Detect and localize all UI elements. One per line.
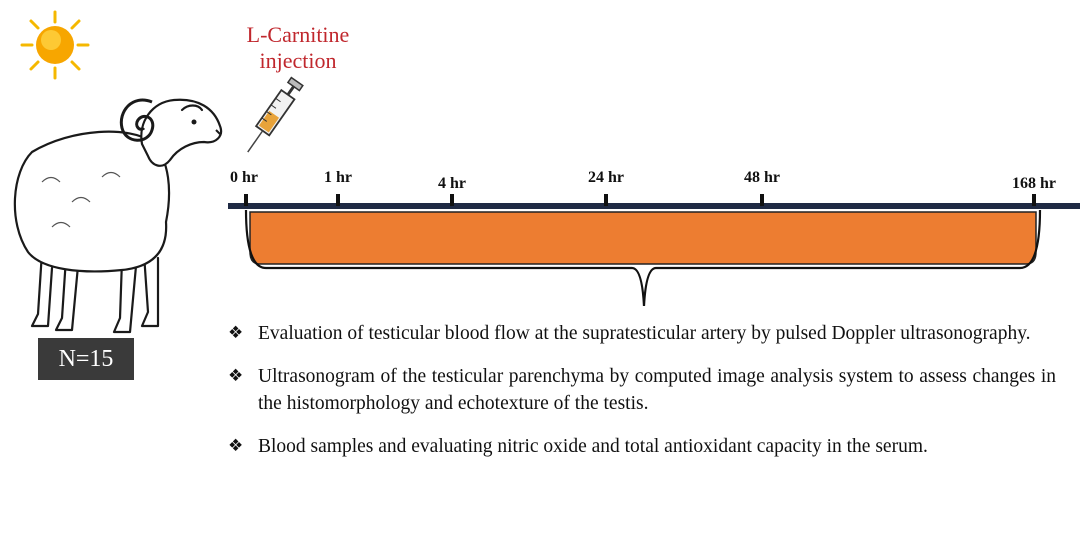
syringe-icon — [247, 76, 304, 153]
tick-mark — [604, 194, 608, 206]
tick-label: 0 hr — [230, 169, 258, 186]
outcome-item-2: ❖ Ultrasonogram of the testicular parenc… — [228, 363, 1056, 417]
tick-label: 48 hr — [744, 169, 780, 186]
injection-label-line2: injection — [259, 48, 337, 73]
outcome-item-text: Ultrasonogram of the testicular parenchy… — [258, 366, 1056, 414]
tick-labels: 0 hr 1 hr 4 hr 24 hr 48 hr 168 hr — [230, 169, 1056, 192]
tick-mark — [450, 194, 454, 206]
sun-icon — [20, 10, 90, 80]
tick-mark — [1032, 194, 1036, 206]
ram-illustration — [13, 98, 223, 334]
outcome-list: ❖ Evaluation of testicular blood flow at… — [228, 320, 1056, 476]
tick-mark — [760, 194, 764, 206]
tick-label: 168 hr — [1012, 175, 1056, 192]
tick-mark — [244, 194, 248, 206]
outcome-item-text: Evaluation of testicular blood flow at t… — [258, 323, 1031, 344]
outcome-item-1: ❖ Evaluation of testicular blood flow at… — [228, 320, 1056, 347]
outcome-item-3: ❖ Blood samples and evaluating nitric ox… — [228, 433, 1056, 460]
bullet-diamond-icon: ❖ — [228, 366, 244, 386]
tick-label: 4 hr — [438, 175, 466, 192]
tick-mark — [336, 194, 340, 206]
timeline-line — [228, 203, 1080, 209]
tick-marks — [244, 194, 1036, 206]
sampling-period-bar — [249, 211, 1037, 265]
outcome-item-text: Blood samples and evaluating nitric oxid… — [258, 436, 928, 457]
injection-label-line1: L-Carnitine — [246, 22, 350, 47]
sample-size-badge: N=15 — [38, 338, 134, 380]
brace — [244, 209, 1042, 307]
tick-label: 24 hr — [588, 169, 624, 186]
injection-label: L-Carnitine injection — [228, 22, 368, 74]
timeline: 0 hr 1 hr 4 hr 24 hr 48 hr 168 hr — [228, 169, 1080, 307]
bullet-diamond-icon: ❖ — [228, 436, 244, 456]
bullet-diamond-icon: ❖ — [228, 323, 244, 343]
tick-label: 1 hr — [324, 169, 352, 186]
